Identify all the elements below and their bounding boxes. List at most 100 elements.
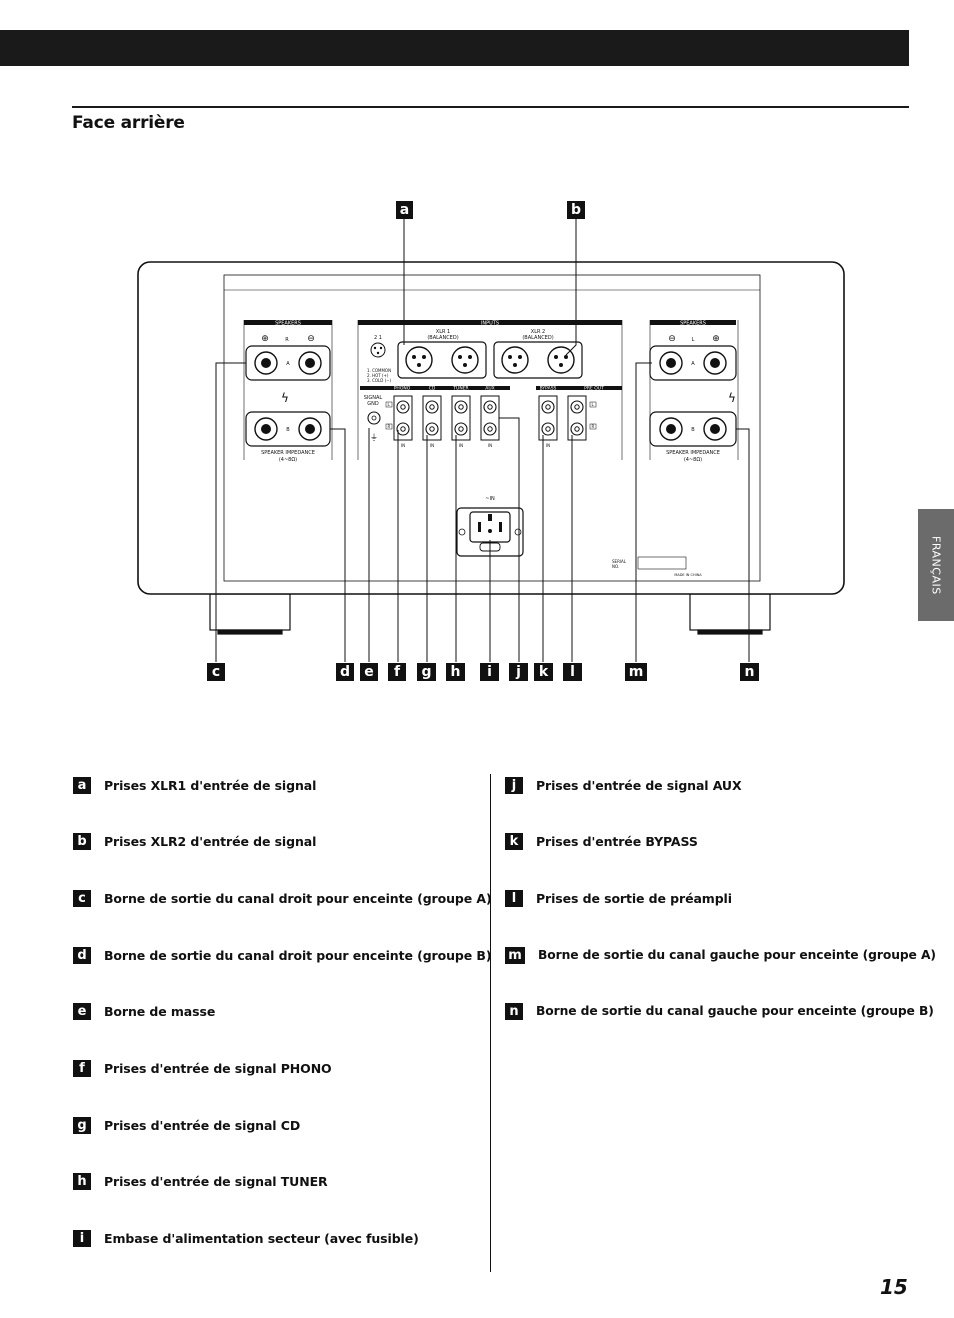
legend-key-m: m <box>505 946 525 964</box>
made-in-label: MADE IN CHINA <box>674 573 702 577</box>
legend-text-d: Borne de sortie du canal droit pour ence… <box>104 947 492 963</box>
speakers-l-marker: L <box>692 337 695 343</box>
foot-left <box>209 593 291 635</box>
legend-column-divider <box>490 774 491 1272</box>
xlr1-label: XLR 1 <box>436 329 450 335</box>
legend-text-e: Borne de masse <box>104 1003 216 1019</box>
legend-item-h: h Prises d'entrée de signal TUNER <box>73 1171 328 1191</box>
bypass-label: BYPASS <box>540 386 557 392</box>
callout-f: f <box>388 663 406 681</box>
legend-key-k: k <box>505 832 523 850</box>
phono-l-marker: L <box>388 402 391 407</box>
legend-text-g: Prises d'entrée de signal CD <box>104 1117 301 1133</box>
legend-item-j: j Prises d'entrée de signal AUX <box>505 775 742 795</box>
serial-label-2: NO. <box>612 564 619 569</box>
speakers-r-marker: R <box>285 337 289 343</box>
legend-key-i: i <box>73 1229 91 1247</box>
legend-text-c: Borne de sortie du canal droit pour ence… <box>104 890 492 906</box>
phono-label: PHONO <box>394 386 411 392</box>
callout-g: g <box>417 663 436 681</box>
group-a-label-r: A <box>286 361 290 367</box>
xlr-pin-labels: 2 1 <box>374 335 382 341</box>
svg-text:⏚: ⏚ <box>370 433 378 442</box>
svg-text:ϟ: ϟ <box>281 391 289 405</box>
legend-text-i: Embase d'alimentation secteur (avec fusi… <box>104 1230 419 1246</box>
legend-item-e: e Borne de masse <box>73 1001 215 1021</box>
legend-item-g: g Prises d'entrée de signal CD <box>73 1115 300 1135</box>
rca-jacks <box>393 395 587 441</box>
ac-in-label: ~IN <box>485 496 495 502</box>
impedance-r-2: (4~8Ω) <box>279 457 297 463</box>
aux-label: AUX <box>485 386 494 392</box>
svg-text:⊖: ⊖ <box>668 334 676 344</box>
legend-key-e: e <box>73 1002 91 1020</box>
legend-text-b: Prises XLR2 d'entrée de signal <box>104 833 317 849</box>
xlr1-balanced: (BALANCED) <box>427 335 458 341</box>
callout-l: l <box>563 663 582 681</box>
callout-j: j <box>509 663 528 681</box>
pin-legend-1: 1. COMMON <box>367 368 391 373</box>
rear-panel-diagram: SPEAKERS ⊕ R ⊖ A ϟ B SPEAKER IMPEDANCE (… <box>137 201 845 681</box>
foot-right <box>689 593 771 635</box>
group-b-label-r: B <box>286 427 290 433</box>
legend-key-d: d <box>73 946 91 964</box>
legend-key-a: a <box>73 776 91 794</box>
xlr2-label: XLR 2 <box>531 329 545 335</box>
legend-text-a: Prises XLR1 d'entrée de signal <box>104 777 317 793</box>
impedance-l-1: SPEAKER IMPEDANCE <box>666 450 720 456</box>
legend-item-k: k Prises d'entrée BYPASS <box>505 831 698 851</box>
callout-h: h <box>446 663 465 681</box>
leader-lines <box>215 218 750 662</box>
legend-item-n: n Borne de sortie du canal gauche pour e… <box>505 1001 934 1021</box>
svg-text:⊕: ⊕ <box>712 334 720 344</box>
callout-i: i <box>480 663 499 681</box>
legend-text-l: Prises de sortie de préampli <box>536 890 732 906</box>
callout-e: e <box>360 663 378 681</box>
signal-gnd-2: GND <box>367 401 379 407</box>
callout-d: d <box>336 663 354 681</box>
svg-text:⊕: ⊕ <box>261 334 269 344</box>
inputs-label: INPUTS <box>481 321 499 327</box>
callout-a: a <box>396 201 413 219</box>
legend-text-k: Prises d'entrée BYPASS <box>536 833 698 849</box>
cd-label: CD <box>429 386 436 392</box>
legend-key-b: b <box>73 832 91 850</box>
pre-out-label: PRE OUT <box>584 386 604 392</box>
callout-c: c <box>207 663 225 681</box>
group-b-label-l: B <box>691 427 695 433</box>
impedance-l-2: (4~8Ω) <box>684 457 702 463</box>
speakers-label-r: SPEAKERS <box>275 321 301 327</box>
legend-item-i: i Embase d'alimentation secteur (avec fu… <box>73 1228 419 1248</box>
section-rule <box>72 106 909 108</box>
preout-l-marker: L <box>592 402 595 407</box>
serial-label-1: SERIAL <box>612 559 627 564</box>
legend-key-j: j <box>505 776 523 794</box>
legend-text-m: Borne de sortie du canal gauche pour enc… <box>538 948 936 962</box>
rear-panel-illustration: SPEAKERS ⊕ R ⊖ A ϟ B SPEAKER IMPEDANCE (… <box>137 218 845 662</box>
legend-text-n: Borne de sortie du canal gauche pour enc… <box>536 1004 934 1018</box>
in-label-phono: IN <box>401 443 405 448</box>
svg-text:⊖: ⊖ <box>307 334 315 344</box>
impedance-r-1: SPEAKER IMPEDANCE <box>261 450 315 456</box>
legend-item-c: c Borne de sortie du canal droit pour en… <box>73 888 492 908</box>
callout-k: k <box>534 663 553 681</box>
xlr2-balanced: (BALANCED) <box>522 335 553 341</box>
callout-m: m <box>625 663 647 681</box>
legend-text-f: Prises d'entrée de signal PHONO <box>104 1060 332 1076</box>
legend-key-f: f <box>73 1059 91 1077</box>
svg-text:ϟ: ϟ <box>728 391 736 405</box>
legend-item-f: f Prises d'entrée de signal PHONO <box>73 1058 332 1078</box>
legend-key-n: n <box>505 1002 523 1020</box>
legend-key-g: g <box>73 1116 91 1134</box>
legend-item-b: b Prises XLR2 d'entrée de signal <box>73 831 316 851</box>
signal-gnd-1: SIGNAL <box>364 395 383 401</box>
language-tab-label: FRANÇAIS <box>929 535 943 595</box>
language-tab: FRANÇAIS <box>918 509 954 621</box>
in-label-bypass: IN <box>546 443 550 448</box>
in-label-aux: IN <box>488 443 492 448</box>
legend-item-a: a Prises XLR1 d'entrée de signal <box>73 775 316 795</box>
legend-text-j: Prises d'entrée de signal AUX <box>536 777 742 793</box>
header-bar <box>0 30 909 66</box>
chassis-inner-panel <box>223 274 761 582</box>
legend-text-h: Prises d'entrée de signal TUNER <box>104 1173 328 1189</box>
